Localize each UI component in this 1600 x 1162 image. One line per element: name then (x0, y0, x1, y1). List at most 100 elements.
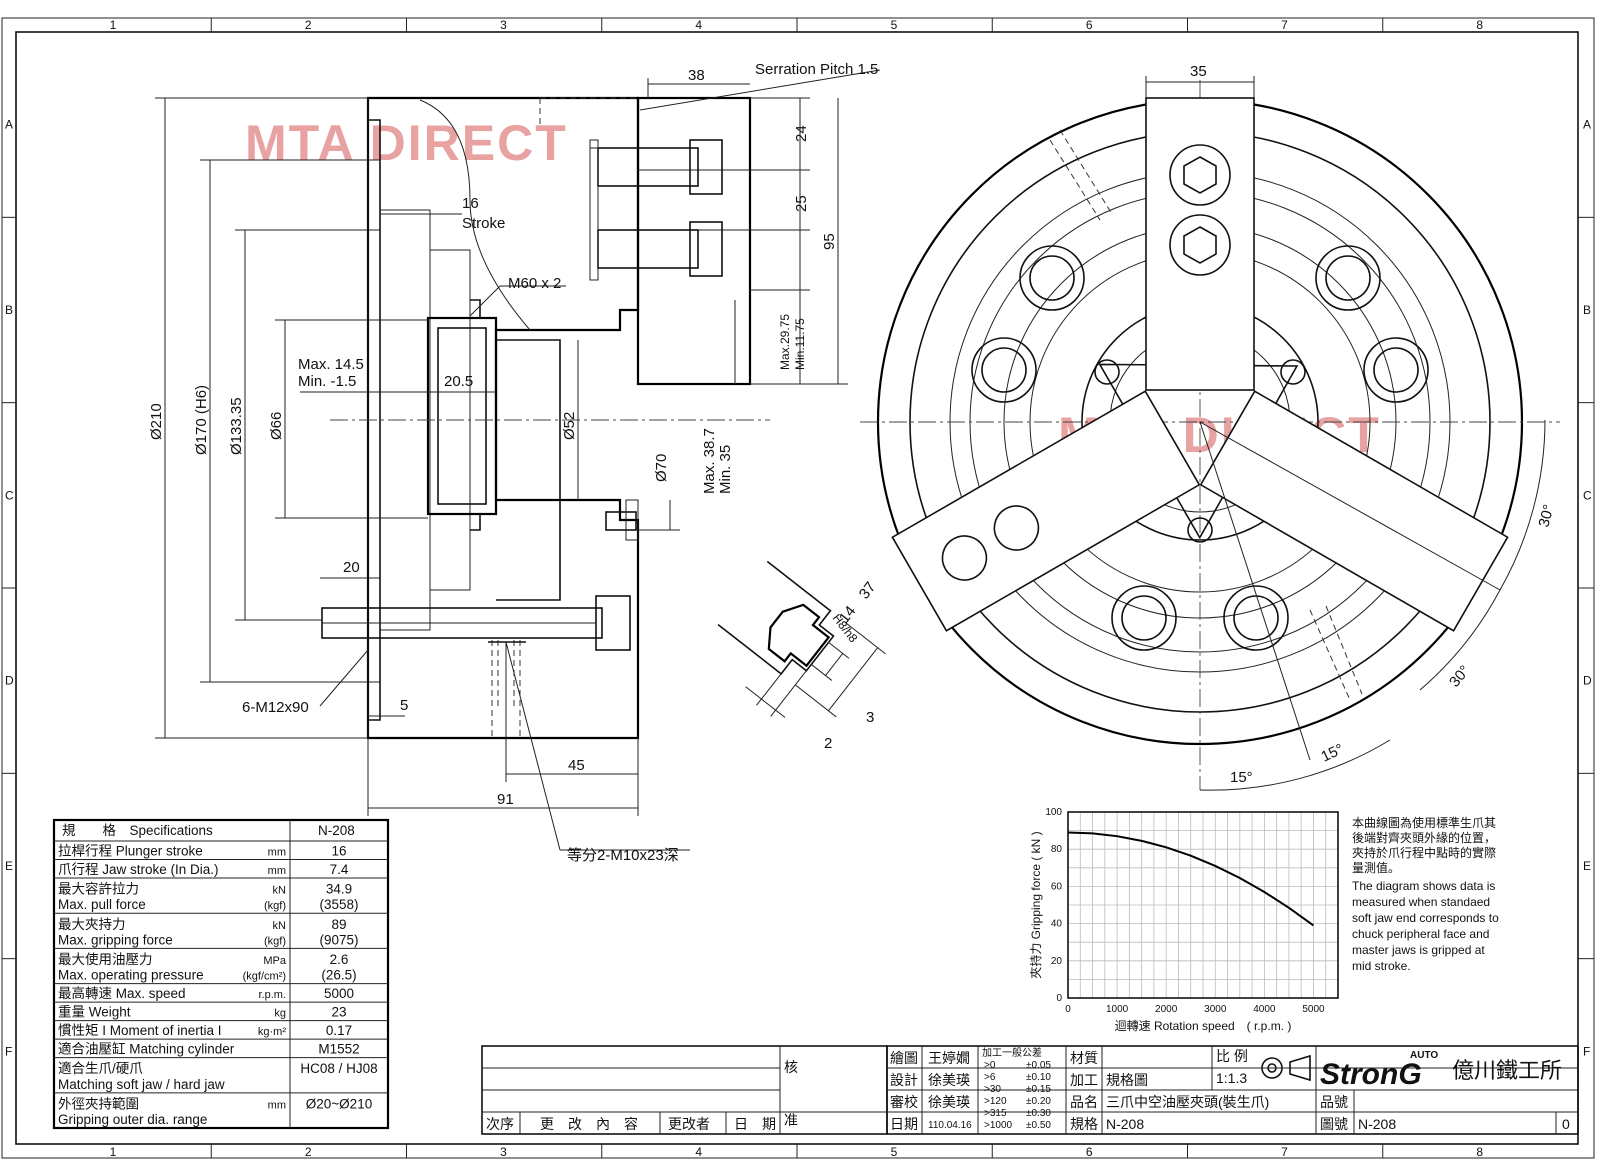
watermark-left: MTA DIRECT (245, 115, 568, 171)
frame-row-label: F (1583, 1044, 1590, 1058)
design-by: 徐美瑛 (928, 1072, 970, 1088)
spec-row-value: (9075) (319, 932, 358, 947)
frame-row-label: E (5, 859, 13, 873)
frame-column-label: 6 (1086, 18, 1093, 32)
spec-row-value: 34.9 (326, 882, 352, 897)
spec-row-label: 適合生爪/硬爪 (58, 1060, 143, 1076)
rev-col-seq: 次序 (486, 1116, 514, 1132)
plunger-min: Min. -1.5 (298, 373, 356, 390)
bore-max: Max. 38.7 (701, 428, 718, 494)
spec-row-value: 23 (331, 1004, 346, 1019)
spec-row-value: HC08 / HJ08 (300, 1061, 377, 1076)
spec-row-label: 最大使用油壓力 (58, 951, 153, 967)
dim-24: 24 (793, 125, 810, 142)
frame-column-label: 2 (305, 18, 312, 32)
spec-row-label: 最大夾持力 (58, 917, 126, 932)
tolerance-value: ±0.50 (1026, 1120, 1051, 1131)
dim-20-5: 20.5 (444, 373, 473, 390)
approve-top: 核 (784, 1059, 798, 1075)
dim-45: 45 (568, 757, 585, 774)
spec-row-label: 拉桿行程 Plunger stroke (58, 843, 203, 858)
note-zh-line: 本曲線圖為使用標準生爪其 (1352, 815, 1496, 830)
projection-symbol-icon (1258, 1054, 1311, 1082)
frame-row-label: E (1583, 859, 1591, 873)
chart-x-tick-label: 1000 (1106, 1004, 1129, 1015)
part-label: 品號 (1320, 1094, 1348, 1110)
tolerance-value: ±0.20 (1026, 1096, 1051, 1107)
spec-row-label: 爪行程 Jaw stroke (In Dia.) (58, 862, 219, 877)
frame-row-label: A (5, 118, 13, 132)
approve-bottom: 准 (784, 1112, 798, 1128)
chart-y-tick-label: 100 (1045, 807, 1062, 818)
company-name: 億川鐵工所 (1452, 1058, 1562, 1083)
frame-row-label: B (5, 303, 13, 317)
process-label: 加工 (1070, 1072, 1098, 1088)
spec-row-unit: mm (268, 1099, 286, 1111)
spec-row-unit: MPa (263, 955, 287, 967)
frame-column-label: 3 (500, 1145, 507, 1159)
spec-value: N-208 (1106, 1116, 1144, 1132)
rev-col-date: 日 期 (734, 1116, 776, 1132)
spec-row-value: Ø20~Ø210 (306, 1096, 372, 1111)
note-en-line: measured when standaed (1352, 895, 1490, 909)
frame-column-label: 4 (695, 1145, 702, 1159)
frame-row-label: C (5, 488, 14, 502)
frame-column-label: 8 (1476, 1145, 1483, 1159)
chart-y-tick-label: 40 (1051, 919, 1063, 930)
frame-column-label: 5 (891, 18, 898, 32)
frame-row-label: F (5, 1044, 12, 1058)
frame-row-label: D (1583, 674, 1592, 688)
jaw-dim-3: 3 (866, 709, 874, 726)
spec-row-value: 2.6 (330, 952, 349, 967)
tolerance-range: >120 (984, 1096, 1007, 1107)
note-zh-line: 後端對齊夾頭外緣的位置， (1352, 830, 1496, 845)
dim-16: 16 (462, 195, 479, 212)
sheet-number: 0 (1562, 1116, 1570, 1132)
name-value: 三爪中空油壓夾頭(裝生爪) (1106, 1094, 1269, 1110)
jaw-min: Min.11.75 (793, 318, 807, 370)
tolerance-value: ±0.30 (1026, 1108, 1051, 1119)
spec-row-unit: (kgf/cm²) (243, 971, 286, 983)
chart-series-line (1067, 831, 1315, 927)
spec-row-value: 7.4 (330, 862, 349, 877)
spec-row-label-en: Gripping outer dia. range (58, 1112, 207, 1127)
scale-value: 1:1.3 (1216, 1070, 1247, 1086)
spec-row-label: 慣性矩 I Moment of inertia I (58, 1023, 222, 1038)
side-view: Serration Pitch 1.5 38 24 25 95 Max.29.7… (148, 61, 881, 864)
chart-y-axis-label: 夾持力 Gripping force ( kN ) (1028, 831, 1043, 978)
note-zh-line: 量測值。 (1352, 860, 1400, 875)
rev-col-by: 更改者 (668, 1116, 710, 1132)
dim-5: 5 (400, 697, 408, 714)
check-label: 審校 (890, 1094, 918, 1110)
chart-x-tick-label: 2000 (1155, 1004, 1178, 1015)
chart-y-tick-label: 20 (1051, 956, 1063, 967)
angle-15-right: 15° (1319, 741, 1347, 766)
spec-row-unit: kg·m² (258, 1026, 286, 1038)
note-en-line: master jaws is gripped at (1352, 943, 1485, 957)
brand-logo: StronG (1320, 1058, 1422, 1091)
spec-row-unit: (kgf) (264, 900, 286, 912)
note-en-line: soft jaw end corresponds to (1352, 911, 1499, 925)
spec-row-unit: kN (273, 920, 287, 932)
angle-15-left: 15° (1230, 769, 1253, 786)
spec-row-value: 89 (331, 917, 346, 932)
frame-column-label: 5 (891, 1145, 898, 1159)
dim-91: 91 (497, 791, 514, 808)
dia-133: Ø133.35 (228, 397, 245, 455)
drawn-by: 王婷嫺 (928, 1050, 970, 1066)
jaw-dim-14: 14 (836, 603, 860, 627)
frame-column-label: 7 (1281, 1145, 1288, 1159)
note-en-line: The diagram shows data is (1352, 879, 1495, 893)
dim-95: 95 (821, 233, 838, 250)
tapped-holes-label: 等分2-M10x23深 (567, 846, 679, 864)
tolerance-range: >0 (984, 1060, 996, 1071)
tolerance-value: ±0.05 (1026, 1060, 1051, 1071)
angle-30-upper: 30° (1535, 503, 1557, 529)
chart-note: 本曲線圖為使用標準生爪其 後端對齊夾頭外緣的位置， 夾持於爪行程中點時的實際 量… (1352, 815, 1499, 973)
spec-row-value: (26.5) (321, 968, 356, 983)
tolerance-value: ±0.15 (1026, 1084, 1051, 1095)
dim-25: 25 (793, 195, 810, 212)
